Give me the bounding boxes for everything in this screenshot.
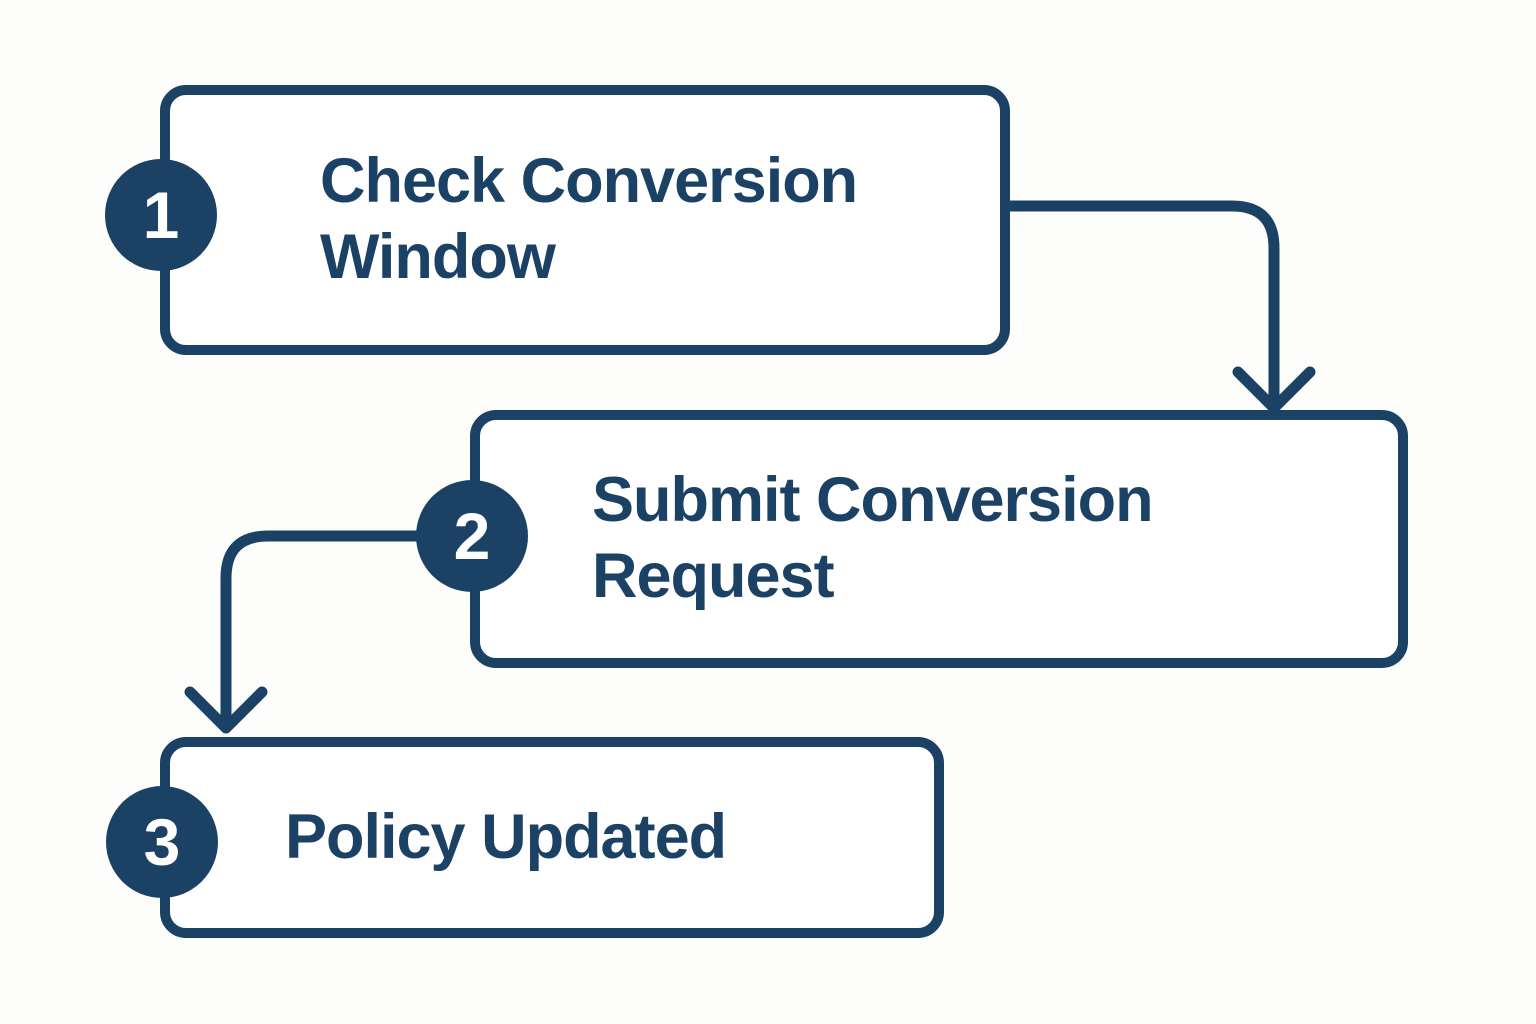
step-label: Policy Updated [285, 801, 727, 872]
step-number: 1 [142, 178, 180, 252]
step-label: Submit Conversion Request [592, 465, 1154, 611]
step-box-submit-conversion-request: Submit Conversion Request [470, 410, 1408, 668]
step-number: 2 [453, 499, 491, 573]
arrowhead-down-icon [184, 686, 268, 734]
step-number-badge-2: 2 [416, 480, 528, 592]
step-box-check-conversion-window: Check Conversion Window [160, 85, 1010, 355]
step-number: 3 [143, 805, 181, 879]
connector-step1-to-step2 [1002, 200, 1280, 408]
connector-step2-to-step3 [220, 530, 426, 728]
step-number-badge-1: 1 [105, 159, 217, 271]
arrowhead-down-icon [1232, 366, 1316, 414]
step-box-policy-updated: Policy Updated [160, 737, 944, 938]
step-label: Check Conversion Window [320, 146, 858, 292]
step-number-badge-3: 3 [106, 786, 218, 898]
